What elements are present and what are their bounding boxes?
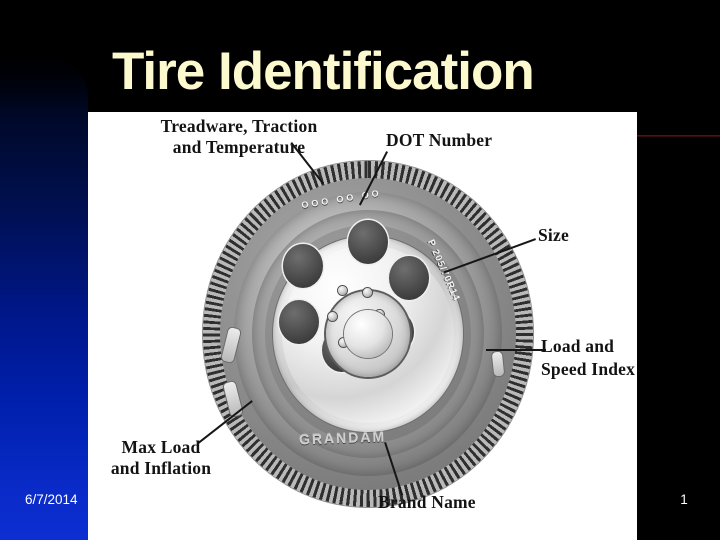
rim-opening [348, 220, 388, 264]
sidewall-brand-text: GRANDAM [298, 428, 387, 448]
leader-line-load-speed [486, 349, 546, 351]
callout-label-max-load-and-inflation: Max Load and Inflation [110, 437, 212, 478]
callout-label-brand-name: Brand Name [378, 492, 476, 512]
footer-date: 6/7/2014 [25, 492, 78, 507]
rim-opening [283, 244, 323, 288]
red-accent-rule [637, 135, 720, 136]
rim-opening [279, 300, 319, 344]
wheel-hub-cap [344, 310, 392, 358]
footer-page-number: 1 [680, 492, 688, 507]
tire-illustration: OOO OO OO P 205/70R14 GRANDAM [203, 160, 533, 508]
callout-label-dot-number: DOT Number [386, 130, 493, 150]
rim-opening [389, 256, 429, 300]
lug-nut [328, 312, 337, 321]
red-accent-rule-shadow [637, 136, 720, 137]
callout-label-treadware: Treadware, Traction and Temperature [160, 116, 318, 157]
page-title: Tire Identification [112, 42, 535, 101]
lug-nut [339, 338, 348, 347]
callout-label-load-and-speed-index: Load and Speed Index [541, 336, 636, 379]
left-blue-accent-band [0, 50, 88, 540]
lug-nut [363, 288, 372, 297]
tire-diagram-panel: OOO OO OO P 205/70R14 GRANDAM Treadware,… [88, 112, 637, 540]
callout-label-size: Size [538, 225, 569, 245]
lug-nut [338, 286, 347, 295]
